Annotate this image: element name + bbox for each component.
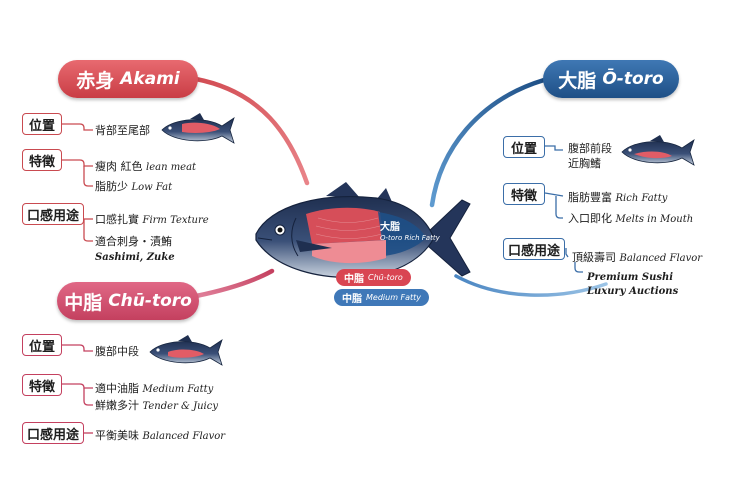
fish-label-otoro-jp: 大脂 [380, 222, 400, 233]
tuna-gill [291, 217, 299, 257]
chutoro-fish-icon [149, 335, 223, 366]
otoro-feature-2: 入口即化 Melts in Mouth [568, 212, 693, 227]
otoro-position-tag: 位置 [503, 136, 545, 158]
branch-otoro-lower-curve [454, 274, 608, 297]
akami-feature-1: 瘦肉 紅色 lean meat [95, 160, 196, 175]
chutoro-connectors [62, 344, 93, 434]
akami-fish-icon [161, 113, 235, 144]
akami-feature-tag: 特徵 [22, 149, 62, 171]
otoro-use-2-line-2: Luxury Auctions [587, 286, 679, 297]
branch-akami-curve [193, 76, 310, 186]
chutoro-use-tag: 口感用途 [22, 422, 84, 444]
otoro-feature-2-en: Melts in Mouth [615, 214, 694, 225]
fish-label-chutoro-jp: 中脂 [344, 274, 364, 285]
chutoro-position-text: 腹部中段 [95, 345, 139, 358]
otoro-feature-1-en: Rich Fatty [615, 193, 668, 204]
otoro-use-1: 頂級壽司 Balanced Flavor [572, 251, 702, 266]
akami-title-jp: 赤身 [76, 69, 115, 92]
akami-feature-2: 脂肪少 Low Fat [95, 180, 172, 195]
chutoro-feature-1: 適中油脂 Medium Fatty [95, 382, 213, 397]
tuna-meat-akami [306, 207, 384, 244]
chutoro-feature-1-jp: 適中油脂 [95, 382, 139, 395]
chutoro-use-1-en: Balanced Flavor [142, 431, 226, 442]
chutoro-feature-2-jp: 鮮嫩多汁 [95, 399, 139, 412]
akami-use-2: 適合刺身・漬鮪 [95, 235, 172, 248]
akami-position-text: 背部至尾部 [95, 124, 150, 137]
tuna-meat-lines [315, 217, 383, 239]
akami-use-tag: 口感用途 [22, 203, 84, 225]
otoro-position-text-1: 腹部前段 [568, 142, 612, 155]
tuna-dorsal-fin [326, 182, 360, 198]
otoro-feature-2-jp: 入口即化 [568, 212, 612, 225]
akami-feature-2-jp: 脂肪少 [95, 180, 128, 193]
chutoro-use-1: 平衡美味 Balanced Flavor [95, 429, 225, 444]
fish-label-otoro-en: O-toro Rich Fatty [380, 234, 440, 242]
fish-label-medium-jp: 中脂 [342, 294, 362, 305]
akami-title-en: Akami [120, 69, 180, 89]
tuna-pectoral-fin [296, 240, 332, 252]
branch-chutoro-curve [193, 268, 275, 299]
chutoro-feature-2-en: Tender & Juicy [142, 401, 219, 412]
akami-use-1-en: Firm Texture [142, 215, 209, 226]
akami-connectors [62, 123, 93, 242]
otoro-feature-1: 脂肪豐富 Rich Fatty [568, 191, 667, 206]
chutoro-feature-2: 鮮嫩多汁 Tender & Juicy [95, 399, 218, 414]
akami-feature-1-jp: 瘦肉 紅色 [95, 160, 143, 173]
fish-label-medium-en: Medium Fatty [366, 293, 422, 302]
otoro-use-1-jp: 頂級壽司 [572, 251, 616, 264]
akami-feature-2-en: Low Fat [131, 182, 173, 193]
tuna-tail [427, 199, 471, 277]
otoro-use-2-line-1: Premium Sushi [587, 272, 674, 283]
otoro-fish-icon [621, 135, 695, 166]
fish-label-chutoro: 中脂 Chū-toro [336, 269, 411, 286]
otoro-feature-1-jp: 脂肪豐富 [568, 191, 612, 204]
akami-use-2-en: Sashimi, Zuke [95, 252, 175, 263]
tuna-meat-otoro [378, 212, 426, 256]
fish-label-chutoro-en: Chū-toro [368, 273, 403, 282]
otoro-use-tag: 口感用途 [503, 238, 565, 260]
fish-label-medium: 中脂 Medium Fatty [334, 289, 430, 306]
chutoro-feature-1-en: Medium Fatty [142, 384, 214, 395]
central-tuna-illustration [255, 182, 471, 278]
otoro-feature-tag: 特徵 [503, 183, 545, 205]
fish-label-otoro: 大脂 O-toro Rich Fatty [380, 222, 440, 244]
otoro-connectors [544, 145, 583, 273]
chutoro-title-jp: 中脂 [64, 291, 103, 314]
chutoro-title-en: Chū-toro [108, 291, 192, 311]
tuna-meat-chutoro [312, 240, 386, 264]
chutoro-use-1-jp: 平衡美味 [95, 429, 139, 442]
branch-otoro-curve [429, 77, 547, 208]
otoro-position-text-2: 近胸鰭 [568, 157, 601, 170]
chutoro-position-tag: 位置 [22, 334, 62, 356]
akami-feature-1-en: lean meat [146, 162, 197, 173]
chutoro-feature-tag: 特徵 [22, 374, 62, 396]
chutoro-title-pill: 中脂 Chū-toro [57, 282, 199, 320]
otoro-title-jp: 大脂 [558, 69, 597, 92]
akami-position-tag: 位置 [22, 113, 62, 135]
akami-use-1: 口感扎實 Firm Texture [95, 213, 209, 228]
otoro-use-1-en: Balanced Flavor [619, 253, 703, 264]
otoro-title-en: Ō-toro [602, 69, 664, 89]
akami-title-pill: 赤身 Akami [58, 60, 198, 98]
otoro-title-pill: 大脂 Ō-toro [543, 60, 679, 98]
akami-use-1-jp: 口感扎實 [95, 213, 139, 226]
